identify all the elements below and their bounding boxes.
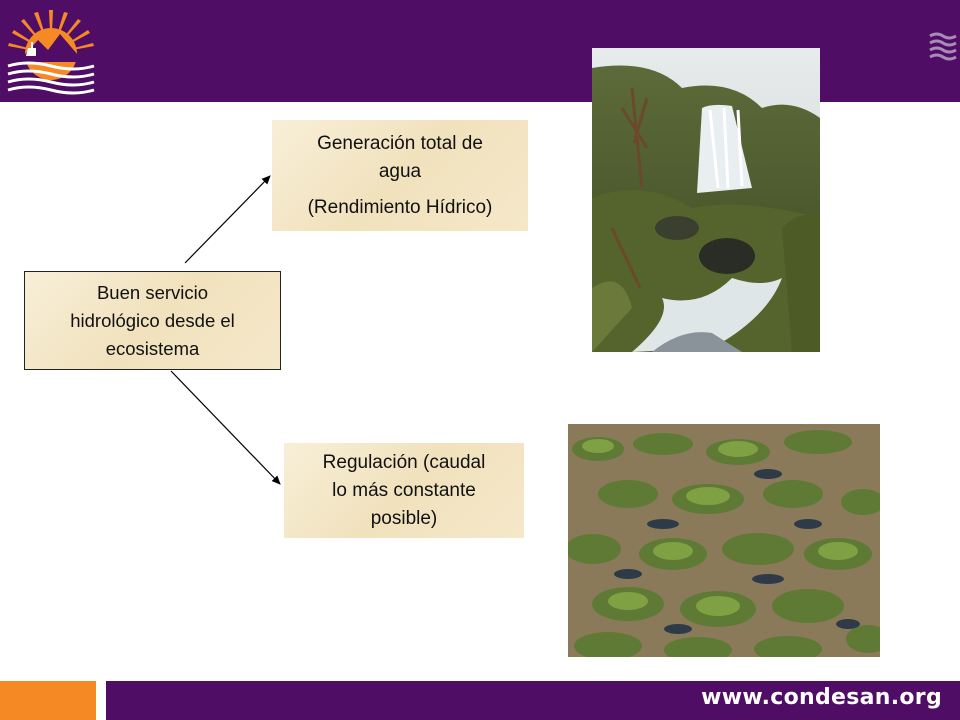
arrow-to-regulation: [170, 370, 281, 485]
footer-orange-block: [0, 681, 96, 720]
footer-bar: www.condesan.org: [0, 681, 960, 720]
website-url[interactable]: www.condesan.org: [701, 685, 942, 710]
source-box-line-2: hidrológico desde el: [70, 309, 235, 331]
generation-box: Generación total de agua (Rendimiento Hí…: [272, 120, 528, 231]
regulation-box-line-3: posible): [370, 507, 438, 529]
generation-box-line-3: (Rendimiento Hídrico): [307, 196, 493, 218]
regulation-box: Regulación (caudal lo más constante posi…: [284, 443, 524, 538]
wave-lines-icon: [929, 32, 957, 61]
source-box-line-1: Buen servicio: [96, 281, 209, 303]
footer-purple-block: www.condesan.org: [106, 681, 960, 720]
source-box: Buen servicio hidrológico desde el ecosi…: [24, 271, 281, 370]
arrow-to-generation: [184, 175, 271, 264]
condesan-logo-icon: [7, 10, 95, 95]
generation-box-line-2: agua: [378, 160, 422, 182]
wetland-photo: [568, 424, 880, 657]
regulation-box-line-1: Regulación (caudal: [322, 451, 486, 473]
source-box-line-3: ecosistema: [105, 337, 200, 359]
generation-box-line-1: Generación total de: [317, 132, 483, 154]
regulation-box-line-2: lo más constante: [332, 479, 476, 501]
waterfall-photo: [592, 48, 820, 352]
